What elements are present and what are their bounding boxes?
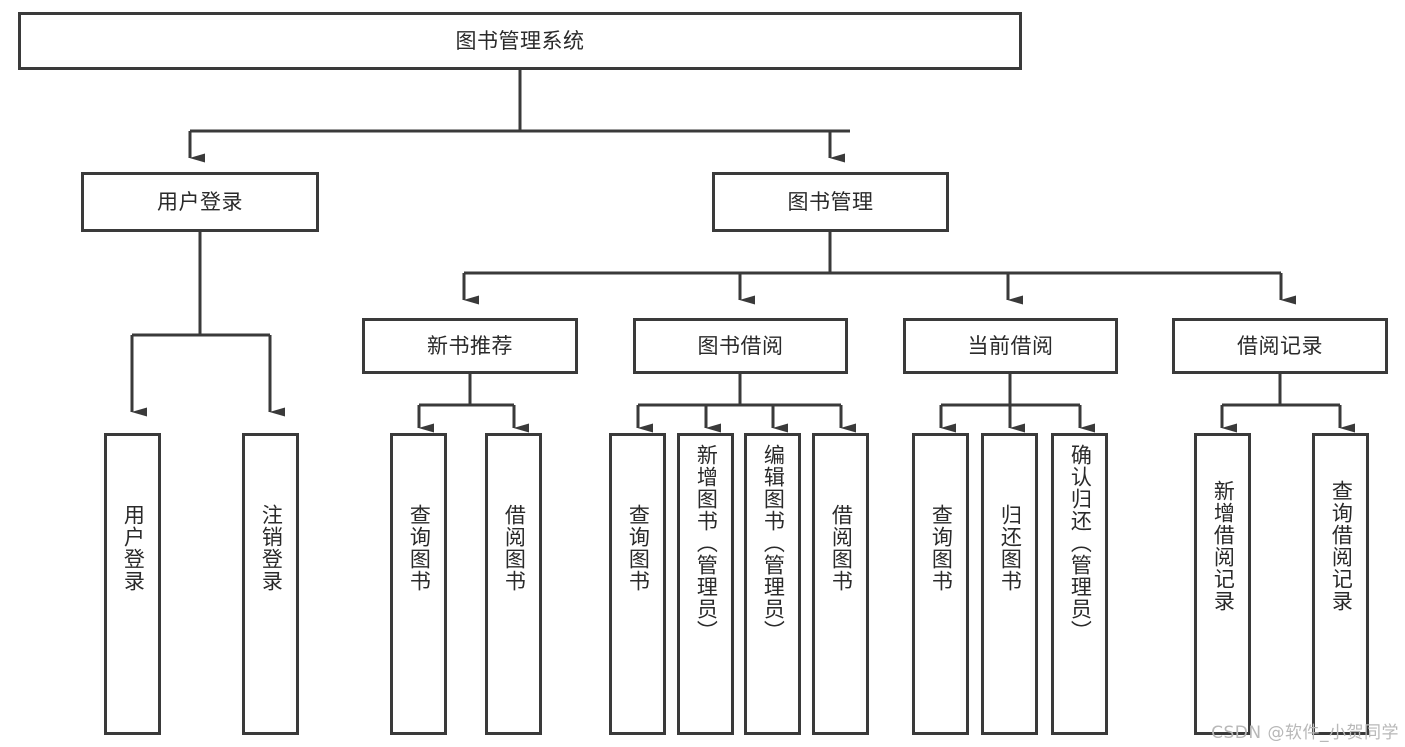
- node-new-book-recommend[interactable]: 新书推荐: [362, 318, 578, 374]
- leaf-book-borrow-edit-book-admin[interactable]: 编辑图书（管理员）: [744, 433, 801, 735]
- node-label: 归还图书: [998, 504, 1023, 592]
- node-label: 新增图书（管理员）: [694, 444, 719, 642]
- node-label: 查询借阅记录: [1329, 480, 1354, 612]
- node-label: 借阅图书: [829, 504, 854, 592]
- watermark-text: CSDN @软件_小贺同学: [1211, 723, 1399, 743]
- leaf-borrow-record-query-record[interactable]: 查询借阅记录: [1312, 433, 1369, 735]
- node-label: 借阅记录: [1237, 333, 1323, 358]
- node-current-borrow[interactable]: 当前借阅: [903, 318, 1118, 374]
- leaf-borrow-record-add-record[interactable]: 新增借阅记录: [1194, 433, 1251, 735]
- node-label: 确认归还（管理员）: [1068, 444, 1093, 642]
- node-book-management[interactable]: 图书管理: [712, 172, 949, 232]
- node-label: 新增借阅记录: [1211, 480, 1236, 612]
- node-borrow-record[interactable]: 借阅记录: [1172, 318, 1388, 374]
- node-label: 图书管理系统: [455, 28, 585, 53]
- node-label: 查询图书: [929, 504, 954, 592]
- leaf-current-borrow-confirm-return-admin[interactable]: 确认归还（管理员）: [1051, 433, 1108, 735]
- leaf-user-login-logout[interactable]: 注销登录: [242, 433, 299, 735]
- node-label: 新书推荐: [427, 333, 513, 358]
- leaf-current-borrow-query-book[interactable]: 查询图书: [912, 433, 969, 735]
- leaf-new-book-query-book[interactable]: 查询图书: [390, 433, 447, 735]
- node-label: 注销登录: [259, 504, 284, 592]
- node-user-login[interactable]: 用户登录: [81, 172, 319, 232]
- node-label: 编辑图书（管理员）: [761, 444, 786, 642]
- node-label: 用户登录: [121, 504, 146, 592]
- leaf-user-login-login[interactable]: 用户登录: [104, 433, 161, 735]
- node-label: 借阅图书: [502, 504, 527, 592]
- node-book-borrow[interactable]: 图书借阅: [633, 318, 848, 374]
- leaf-new-book-borrow-book[interactable]: 借阅图书: [485, 433, 542, 735]
- node-label: 查询图书: [626, 504, 651, 592]
- node-label: 用户登录: [157, 189, 243, 214]
- node-label: 图书借阅: [697, 333, 784, 358]
- leaf-book-borrow-borrow-book[interactable]: 借阅图书: [812, 433, 869, 735]
- leaf-book-borrow-query-book[interactable]: 查询图书: [609, 433, 666, 735]
- node-root-book-management-system[interactable]: 图书管理系统: [18, 12, 1022, 70]
- node-label: 图书管理: [787, 189, 874, 214]
- node-label: 查询图书: [407, 504, 432, 592]
- leaf-current-borrow-return-book[interactable]: 归还图书: [981, 433, 1038, 735]
- node-label: 当前借阅: [967, 333, 1054, 358]
- leaf-book-borrow-add-book-admin[interactable]: 新增图书（管理员）: [677, 433, 734, 735]
